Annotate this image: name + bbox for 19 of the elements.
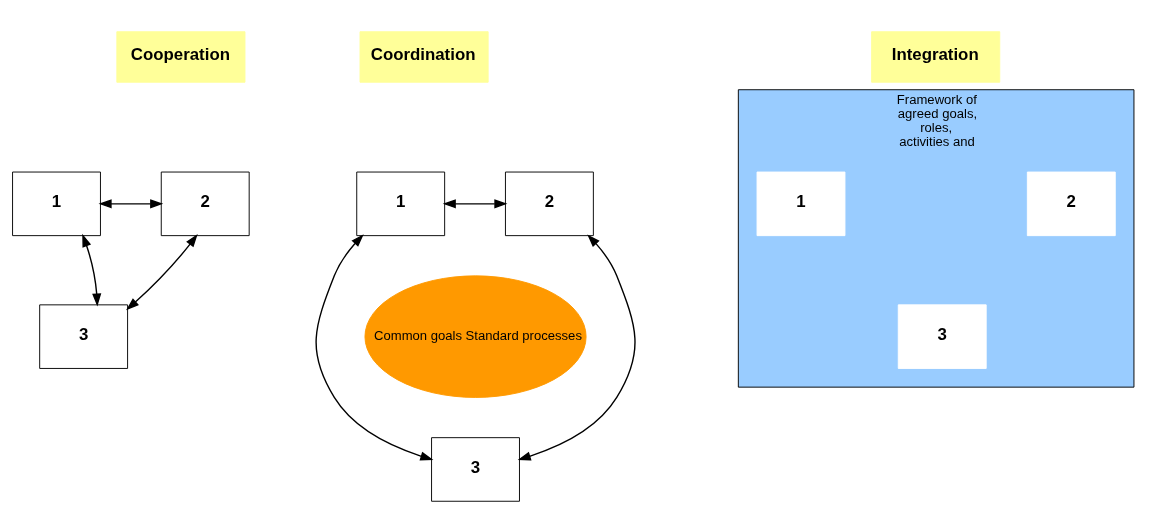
node-box: 3 [39,303,129,369]
node-box: 1 [12,171,101,236]
arrow [126,233,198,310]
arrow [442,198,508,208]
arrow [82,233,102,307]
arrow [517,233,636,461]
node-box: 2 [1026,171,1116,236]
node-box: Coordination [359,30,489,83]
node-box: 1 [356,171,446,236]
node-box: Cooperation [116,30,246,83]
node-ellipse: Common goals Standard processes [364,274,587,398]
arrow [98,198,164,208]
node-box: 2 [160,171,250,236]
arrow [315,233,434,461]
node-box: 1 [756,171,846,236]
node-box: 2 [504,171,594,236]
node-box: 3 [897,303,987,369]
node-box: Integration [871,30,1001,83]
node-box: 3 [431,436,520,502]
